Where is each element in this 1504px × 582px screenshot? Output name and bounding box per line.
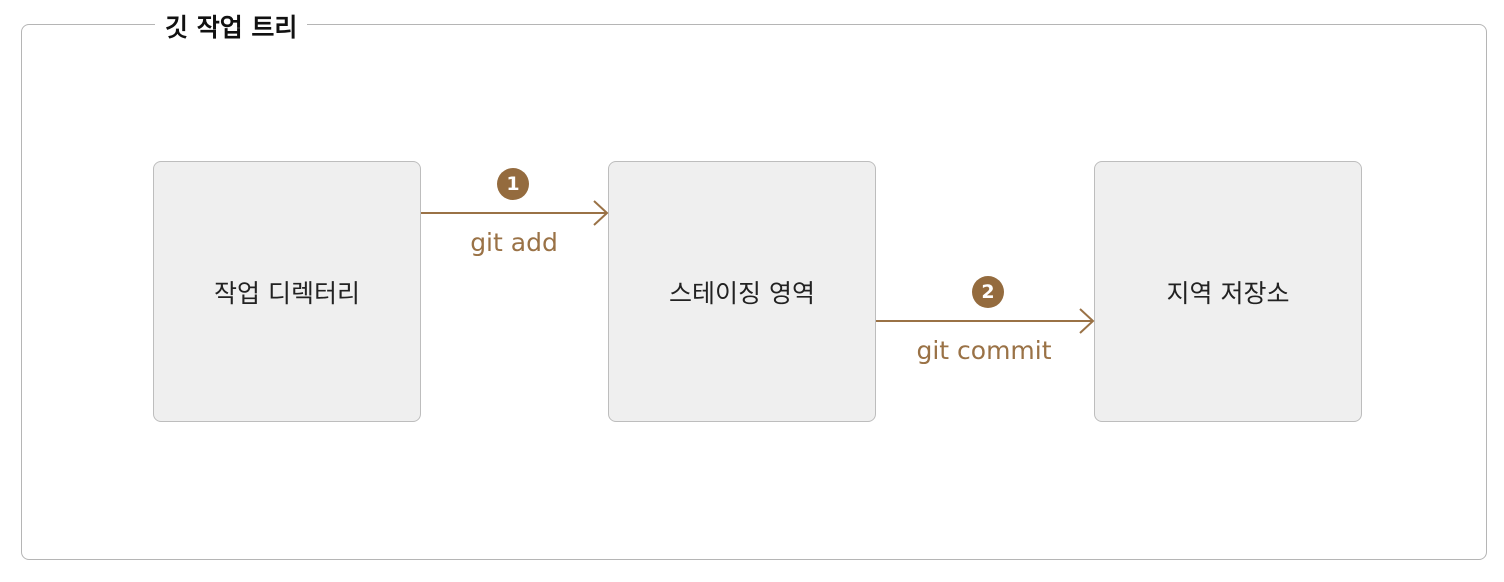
step-badge-2: 2 xyxy=(972,276,1004,308)
staging-area-box: 스테이징 영역 xyxy=(608,161,876,422)
step-badge-1: 1 xyxy=(497,168,529,200)
git-commit-label: git commit xyxy=(916,336,1052,365)
git-add-label: git add xyxy=(470,228,558,257)
diagram-title: 깃 작업 트리 xyxy=(155,8,308,44)
working-directory-box: 작업 디렉터리 xyxy=(153,161,421,422)
local-repository-box: 지역 저장소 xyxy=(1094,161,1362,422)
git-work-tree-frame xyxy=(21,24,1487,560)
